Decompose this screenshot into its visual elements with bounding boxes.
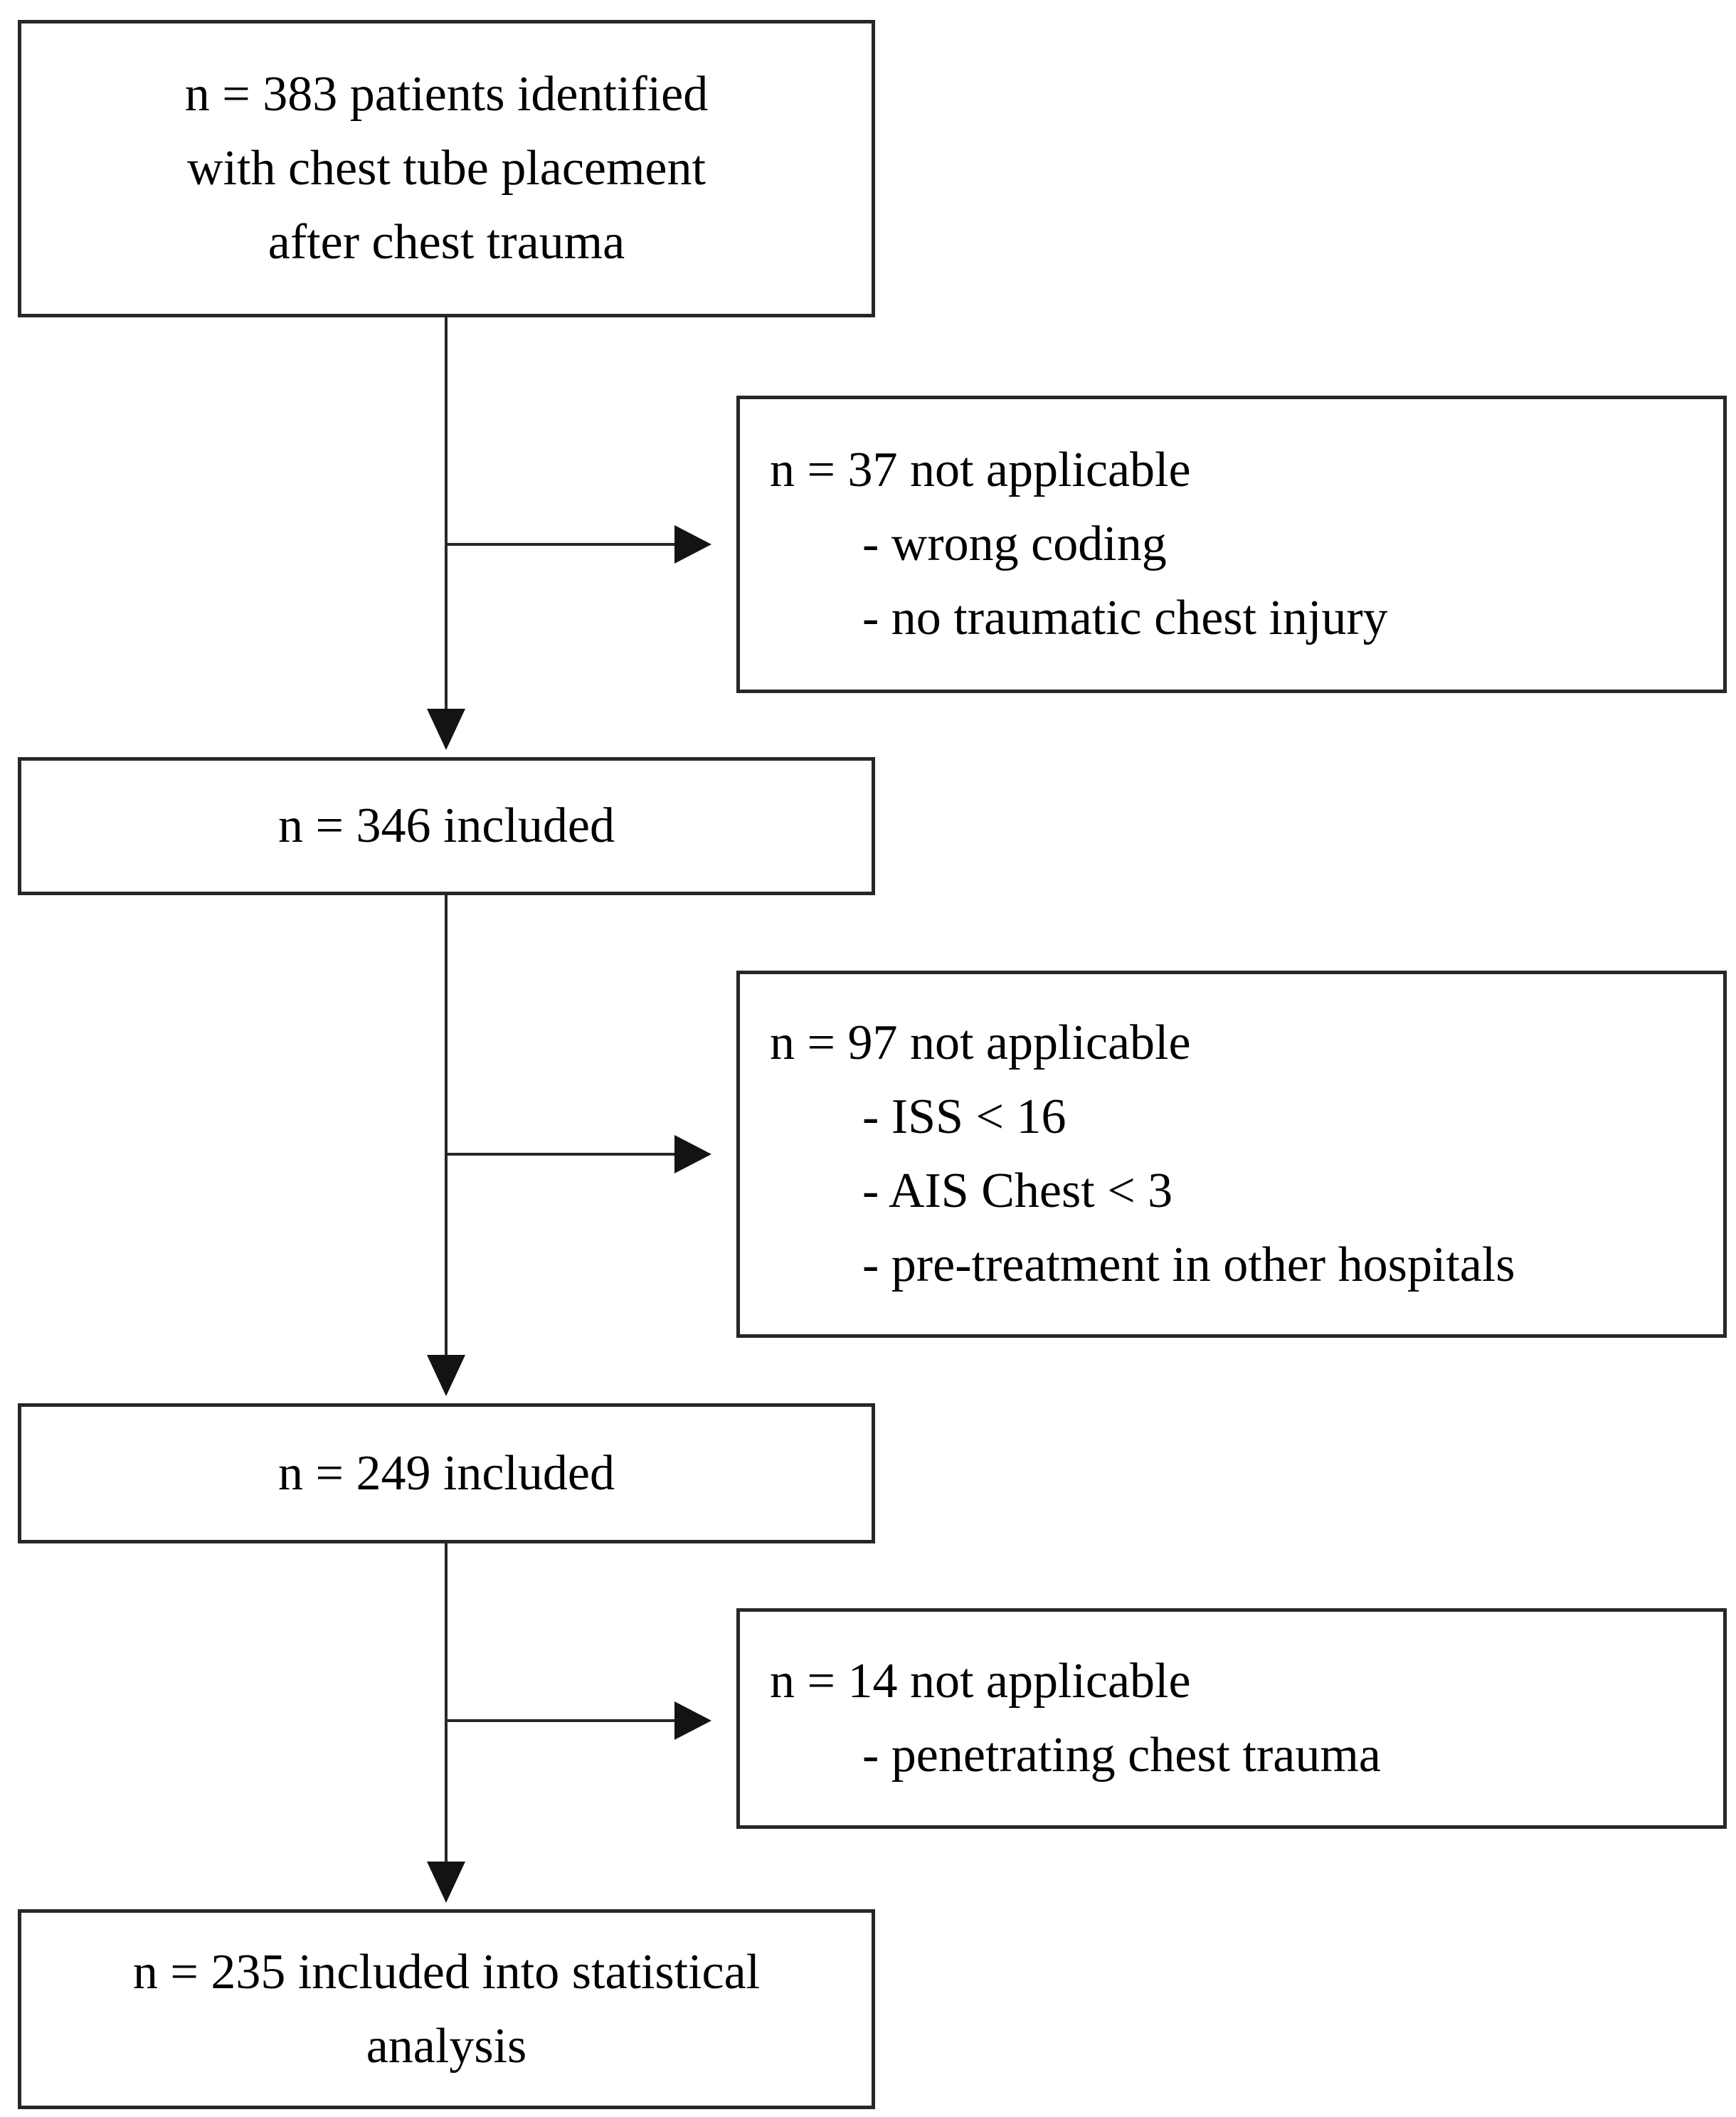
arrowhead-down-icon: [427, 1862, 465, 1903]
cohort-box-final-analysis: n = 235 included into statistical analys…: [18, 1909, 875, 2109]
exclusion-item: - pre-treatment in other hospitals: [862, 1237, 1515, 1292]
arrowhead-right-icon: [674, 525, 711, 564]
exclusion-item: - no traumatic chest injury: [862, 591, 1388, 645]
cohort-box-included-346: n = 346 included: [18, 757, 875, 895]
arrowhead-down-icon: [427, 1355, 465, 1396]
exclusion-title: n = 14 not applicable: [770, 1654, 1191, 1709]
box-text-line: analysis: [366, 2018, 527, 2074]
cohort-box-identified: n = 383 patients identified with chest t…: [18, 20, 875, 317]
exclusion-item: - wrong coding: [862, 517, 1167, 571]
exclusion-box-37: n = 37 not applicable - wrong coding - n…: [736, 396, 1727, 693]
box-text-line: with chest tube placement: [187, 141, 706, 196]
exclusion-box-97: n = 97 not applicable - ISS < 16 - AIS C…: [736, 971, 1727, 1338]
box-text-line: n = 346 included: [277, 798, 615, 853]
box-text-line: after chest trauma: [268, 215, 625, 270]
arrowhead-right-icon: [674, 1701, 711, 1740]
exclusion-item: - ISS < 16: [862, 1089, 1067, 1144]
box-text-line: n = 383 patients identified: [184, 67, 709, 122]
exclusion-title: n = 97 not applicable: [770, 1015, 1191, 1070]
arrowhead-down-icon: [427, 709, 465, 750]
box-text-line: n = 249 included: [277, 1445, 615, 1501]
exclusion-title: n = 37 not applicable: [770, 443, 1191, 497]
cohort-box-included-249: n = 249 included: [18, 1403, 875, 1543]
arrowhead-right-icon: [674, 1135, 711, 1173]
exclusion-item: - penetrating chest trauma: [862, 1728, 1381, 1783]
exclusion-box-14: n = 14 not applicable - penetrating ches…: [736, 1608, 1727, 1829]
exclusion-item: - AIS Chest < 3: [862, 1163, 1173, 1218]
box-text-line: n = 235 included into statistical: [132, 1944, 761, 2000]
